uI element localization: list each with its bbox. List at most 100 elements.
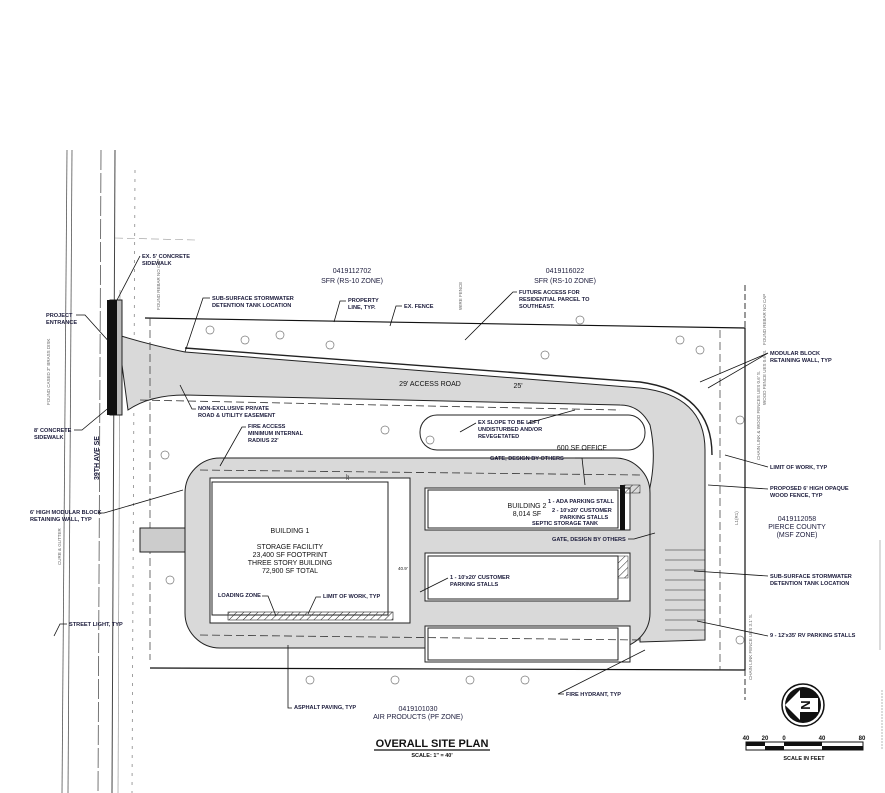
parcel-id: 0419101030 — [399, 706, 438, 713]
scale-tick: 80 — [859, 736, 866, 742]
callout-wood-fence: PROPOSED 6' HIGH OPAQUE — [770, 486, 849, 492]
utility-line — [139, 399, 621, 411]
island — [419, 414, 646, 451]
loading-zone — [227, 611, 394, 621]
callout-line: RETAINING WALL, TYP — [30, 517, 92, 523]
callout-line: PARKING STALLS — [450, 582, 499, 588]
access-road-label: 29' ACCESS ROAD — [399, 381, 461, 388]
street-name: 39TH AVE SE — [94, 436, 101, 480]
road-width-dim: 25' — [513, 383, 522, 390]
callout-line: PARKING STALLS — [560, 515, 609, 521]
parcel-id: 0419112702 — [333, 268, 372, 275]
building-3 — [427, 555, 619, 600]
callout-street-light: STREET LIGHT, TYP — [69, 622, 123, 628]
survey-note: FOUND REBAR NO CAP — [156, 259, 161, 310]
drawing-title: OVERALL SITE PLAN — [376, 738, 489, 750]
north-label: N — [798, 700, 813, 709]
callout-retaining-6: 6' HIGH MODULAR BLOCK — [30, 510, 102, 516]
callout-sidewalk-8: 8' CONCRETE — [34, 428, 72, 434]
survey-note: CHAIN LINK & WOOD FENCES UES 0.6' S. — [756, 371, 761, 460]
callout-property-line: PROPERTY — [348, 298, 379, 304]
callout-gate-2: GATE, DESIGN BY OTHERS — [552, 537, 626, 543]
callout-customer-1: 1 - 10'x20' CUSTOMER — [450, 575, 510, 581]
survey-note: FOUND CASED 3" BRASS DISK — [46, 339, 51, 405]
drawing-scale: SCALE: 1" = 40' — [411, 753, 453, 759]
scale-tick: 40 — [743, 736, 750, 742]
callout-line: LINE, TYP. — [348, 305, 376, 311]
building-1-name: BUILDING 1 — [271, 528, 310, 535]
utility-line — [199, 469, 641, 476]
survey-note: FOUND REBAR NO CAP — [762, 294, 767, 345]
utility-line — [199, 634, 641, 641]
callout-line: SOUTHEAST. — [519, 304, 555, 310]
curb-note: CURB & GUTTER — [57, 527, 62, 565]
building-1-total: 72,900 SF TOTAL — [262, 568, 318, 575]
scale-tick: 0 — [782, 736, 786, 742]
rv-parking-stalls — [665, 549, 705, 631]
office-label: 600 SF OFFICE — [557, 445, 608, 452]
callout-stormwater-1: SUB-SURFACE STORMWATER — [212, 296, 294, 302]
scale-bar: 40 20 0 40 80 SCALE IN FEET — [743, 736, 866, 762]
callout-customer-2: 2 - 10'x20' CUSTOMER — [552, 508, 612, 514]
callout-septic: SEPTIC STORAGE TANK — [532, 521, 598, 527]
callout-gate-1: GATE, DESIGN BY OTHERS — [490, 456, 564, 462]
callout-line: MINIMUM INTERNAL — [248, 431, 304, 437]
callout-sidewalk-ex: EX. 5' CONCRETE — [142, 254, 190, 260]
side-access — [139, 527, 186, 553]
callout-line: REVEGETATED — [478, 434, 519, 440]
parcel-owner: PIERCE COUNTY — [768, 524, 826, 531]
callout-future-access: FUTURE ACCESS FOR — [519, 290, 580, 296]
survey-note: L1(R1) — [734, 511, 739, 525]
fence — [620, 485, 625, 530]
callout-rv-stalls: 9 - 12'x35' RV PARKING STALLS — [770, 633, 856, 639]
callout-line: DETENTION TANK LOCATION — [212, 303, 291, 309]
callout-stormwater-2: SUB-SURFACE STORMWATER — [770, 574, 852, 580]
street-39th-ave — [61, 149, 196, 793]
survey-note: WIRE FENCE — [458, 282, 463, 310]
callout-ada-stall: 1 - ADA PARKING STALL — [548, 499, 614, 505]
callout-line: UNDISTURBED AND/OR — [478, 427, 542, 433]
building-1-stories: THREE STORY BUILDING — [248, 560, 332, 567]
survey-note: WOOD FENCE UES 0.6' S. — [762, 350, 767, 405]
retaining-wall — [184, 347, 713, 456]
callout-fire-access: FIRE ACCESS — [248, 424, 286, 430]
building-1-footprint: 23,400 SF FOOTPRINT — [253, 552, 328, 559]
parcel-id: 0419116022 — [546, 268, 585, 275]
callout-line: RETAINING WALL, TYP — [770, 358, 832, 364]
parcel-zone: SFR (RS-10 ZONE) — [321, 278, 383, 285]
callout-modular-wall: MODULAR BLOCK — [770, 351, 820, 357]
callouts: EX. 5' CONCRETE SIDEWALK SUB-SURFACE STO… — [30, 254, 856, 711]
north-arrow: N — [781, 683, 825, 727]
callout-loading-zone: LOADING ZONE — [218, 593, 261, 599]
scale-label: SCALE IN FEET — [783, 756, 825, 762]
sidewalk-mark — [107, 300, 117, 415]
scale-tick: 40 — [819, 736, 826, 742]
building-1-use: STORAGE FACILITY — [257, 544, 324, 551]
dim-40: 40.9' — [398, 566, 408, 571]
callout-line: WOOD FENCE, TYP — [770, 493, 823, 499]
callout-limit-work-1: LIMIT OF WORK, TYP — [770, 465, 827, 471]
parcel-zone: (MSF ZONE) — [777, 532, 818, 539]
parcel-zone: SFR (RS-10 ZONE) — [534, 278, 596, 285]
callout-limit-work-2: LIMIT OF WORK, TYP — [323, 594, 380, 600]
property-line — [144, 317, 746, 671]
dim-22: 22' — [345, 474, 350, 480]
parcel-id: 0419112058 — [778, 516, 817, 523]
hatch — [623, 484, 641, 494]
scale-tick: 20 — [762, 736, 769, 742]
building-2-area: 8,014 SF — [513, 511, 541, 518]
callout-ex-slope: EX SLOPE TO BE LEFT — [478, 420, 541, 426]
building-4 — [427, 627, 619, 661]
callout-line: RESIDENTIAL PARCEL TO — [519, 297, 590, 303]
survey-note: CHAIN LINK FENCE UES 3.1' S. — [748, 614, 753, 680]
building-2-name: BUILDING 2 — [508, 503, 547, 510]
tree-symbols — [160, 315, 745, 685]
callout-project-entrance: PROJECT — [46, 313, 73, 319]
callout-asphalt: ASPHALT PAVING, TYP — [294, 705, 356, 711]
building-2 — [427, 489, 619, 529]
hatch — [617, 555, 629, 579]
callout-fire-hydrant: FIRE HYDRANT, TYP — [566, 692, 621, 698]
parcel-zone: AIR PRODUCTS (PF ZONE) — [373, 714, 463, 721]
callout-easement: NON-EXCLUSIVE PRIVATE — [198, 406, 269, 412]
